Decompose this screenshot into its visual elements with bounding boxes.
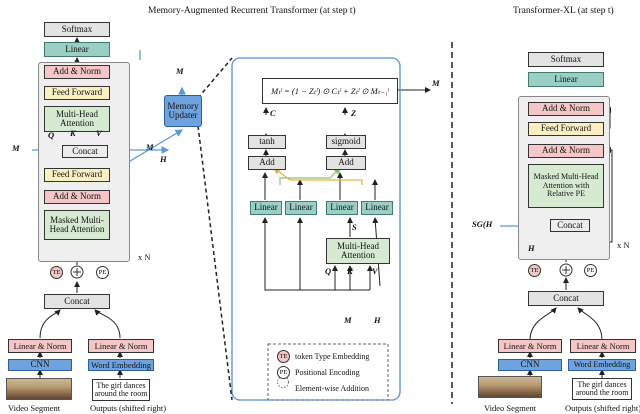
txl-concat: Concat <box>550 219 590 232</box>
detail-c-label: C <box>270 108 276 118</box>
txl-linear-norm: Linear & Norm <box>498 339 562 353</box>
legend-pe-text: Positional Encoding <box>295 368 360 377</box>
txl-outputs-label: Outputs (shifted right) <box>565 403 640 413</box>
detail-s-label: S <box>352 222 357 232</box>
txl-softmax: Softmax <box>528 52 604 67</box>
detail-hidden-in: H <box>374 315 381 325</box>
mart-hidden-out: H <box>160 154 167 164</box>
txl-te-marker: TE <box>528 264 541 277</box>
detail-v-label: V <box>372 266 378 276</box>
detail-multihead-attention: Multi-Head Attention <box>326 238 390 264</box>
mart-memory-prev: M <box>12 143 20 153</box>
txl-hidden-prev: H <box>528 243 535 253</box>
detail-linear-4: Linear <box>361 201 393 215</box>
txl-word-embedding: Word Embedding <box>568 359 636 371</box>
mart-pe-marker: PE <box>96 266 109 279</box>
memory-update-equation: Mₜˡ = (1 − Zₜˡ) ⊙ Cₜˡ + Zₜˡ ⊙ Mₜ₋₁ˡ <box>262 78 398 104</box>
mart-feed-forward: Feed Forward <box>44 86 110 100</box>
detail-linear-2: Linear <box>285 201 317 215</box>
txl-cnn: CNN <box>498 359 562 371</box>
mart-concat: Concat <box>62 145 108 158</box>
mart-multihead-attention: Multi-Head Attention <box>44 106 110 132</box>
detail-linear-3: Linear <box>326 201 358 215</box>
mart-memory-out: M <box>176 66 184 76</box>
mart-cnn: CNN <box>8 359 72 371</box>
mart-word-embedding: Word Embedding <box>88 359 154 371</box>
mart-linear-norm: Linear & Norm <box>8 339 72 353</box>
mart-v-label: V <box>96 128 102 138</box>
mart-linear-norm-text: Linear & Norm <box>88 339 154 353</box>
txl-add-norm-top: Add & Norm <box>528 102 604 116</box>
detail-sigmoid: sigmoid <box>326 135 366 149</box>
mart-video-segment-label: Video Segment <box>8 403 61 413</box>
txl-linear: Linear <box>528 72 604 87</box>
legend-pe-marker: PE <box>277 366 290 379</box>
mart-masked-mha: Masked Multi-Head Attention <box>44 210 110 240</box>
mart-softmax: Softmax <box>44 22 110 37</box>
mart-k-label: K <box>70 128 76 138</box>
mart-te-marker: TE <box>50 266 63 279</box>
mart-xn: x N <box>138 252 151 262</box>
mart-linear: Linear <box>44 42 110 57</box>
txl-video-thumbnail <box>478 376 542 398</box>
legend-te-text: token Type Embedding <box>295 352 370 361</box>
detail-memory-out: M <box>432 78 440 88</box>
txl-concat-bottom: Concat <box>528 291 604 306</box>
detail-q-label: Q <box>325 266 332 276</box>
txl-title: Transformer-XL (at step t) <box>513 6 614 16</box>
detail-k-label: K <box>347 266 353 276</box>
mart-caption: The girl dances around the room <box>92 379 150 401</box>
mart-feed-forward-2: Feed Forward <box>44 168 110 182</box>
mart-memory-prev-mid: M <box>146 142 154 152</box>
mart-add-norm-top: Add & Norm <box>44 65 110 79</box>
detail-z-label: Z <box>351 108 357 118</box>
txl-pe-marker: PE <box>584 264 597 277</box>
detail-memory-in: M <box>344 315 352 325</box>
txl-caption: The girl dances around the room <box>572 378 632 400</box>
detail-add-left: Add <box>248 156 286 170</box>
memory-updater: Memory Updater <box>164 95 202 127</box>
detail-tanh: tanh <box>248 135 286 149</box>
mart-video-thumbnail <box>6 378 72 400</box>
mart-title: Memory-Augmented Recurrent Transformer (… <box>148 6 356 16</box>
mart-add-norm: Add & Norm <box>44 190 110 204</box>
legend-te-marker: TE <box>277 350 290 363</box>
txl-sg-label: SG(H <box>472 219 493 229</box>
txl-add-norm: Add & Norm <box>528 144 604 158</box>
txl-masked-relative-mha: Masked Multi-Head Attention with Relativ… <box>528 164 604 208</box>
txl-xn: x N <box>617 240 630 250</box>
txl-video-segment-label: Video Segment <box>484 403 537 413</box>
mart-outputs-label: Outputs (shifted right) <box>90 403 167 413</box>
txl-linear-norm-text: Linear & Norm <box>570 339 636 353</box>
detail-add-right: Add <box>326 156 366 170</box>
mart-concat-bottom: Concat <box>44 294 110 309</box>
mart-q-label: Q <box>48 130 55 140</box>
txl-feed-forward: Feed Forward <box>528 122 604 136</box>
detail-linear-1: Linear <box>250 201 282 215</box>
legend-add-text: Element-wise Addition <box>295 384 369 393</box>
